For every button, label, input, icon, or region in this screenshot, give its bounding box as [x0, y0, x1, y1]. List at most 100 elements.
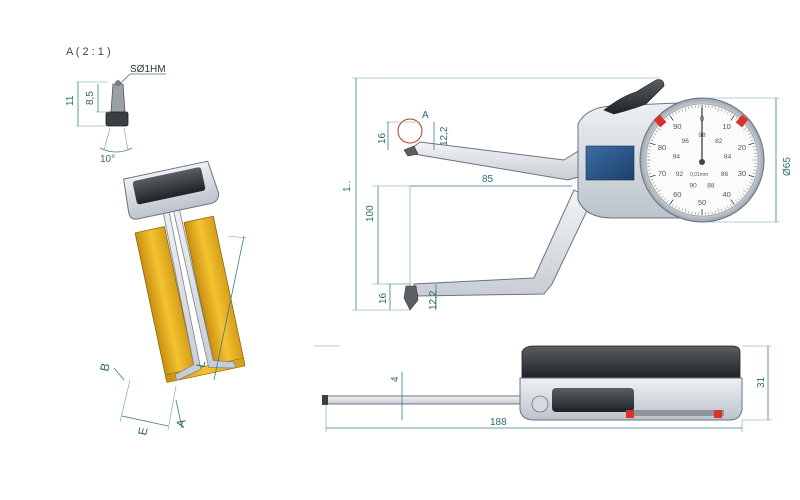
dial-tick: [714, 210, 716, 214]
dial-tick: [717, 208, 720, 213]
dial-tick: [740, 195, 743, 198]
dial-tick: [655, 130, 658, 133]
detail-a-view: A ( 2 : 1 ) SØ1HM 11 8,5 10°: [65, 46, 166, 165]
dial-tick: [717, 107, 720, 112]
dial-indicator: 1020304050607080900 988284868890929496 0…: [639, 97, 765, 223]
dial-tick: [746, 187, 749, 190]
dial-tick: [721, 108, 723, 112]
dial-tick: [688, 106, 690, 110]
dial-tick: [747, 185, 751, 187]
dial-tick: [678, 207, 680, 210]
release-lever: [603, 79, 665, 115]
dial-inner-number: 82: [715, 138, 723, 145]
dial-tick: [721, 208, 723, 212]
dial-tick: [659, 193, 662, 196]
section-label-l: L: [193, 359, 208, 369]
dim-100: 100: [365, 205, 376, 222]
dial-outer-number: 70: [658, 169, 666, 178]
dim-85: 85: [482, 174, 494, 185]
section-view: L B E A: [97, 160, 247, 437]
dial-tick: [657, 127, 661, 131]
front-view: 1.. 100 A 16 12,2 85 16 12,2: [342, 77, 793, 311]
dial-tick: [649, 174, 656, 178]
dial-outer-number: 30: [738, 169, 746, 178]
dial-outer-number: 90: [673, 122, 681, 131]
dial-tick: [727, 111, 729, 115]
dial-tick: [743, 127, 747, 131]
dial-inner-number: 84: [724, 153, 732, 160]
dial-tick: [730, 115, 735, 121]
dial-tick: [669, 199, 674, 205]
dial-tick: [746, 130, 749, 133]
detail-angle: 10°: [100, 154, 115, 165]
dial-tick: [735, 200, 738, 203]
dial-tick: [688, 210, 690, 214]
dial-outer-number: 20: [738, 143, 746, 152]
dial-tick: [749, 136, 752, 138]
dial-tick: [664, 198, 667, 201]
dial-outer-number: 80: [658, 143, 666, 152]
dial-tick: [675, 111, 677, 115]
detail-a-label: A ( 2 : 1 ): [66, 46, 111, 58]
dim-188: 188: [490, 417, 507, 428]
upper-measuring-arm: [411, 141, 583, 181]
dial-tick: [752, 146, 756, 148]
dial-inner-number: 90: [689, 182, 697, 189]
dial-inner-number: 86: [721, 171, 729, 178]
side-view: 4 188 31: [314, 345, 772, 432]
dial-tick: [653, 185, 657, 187]
dial-tick: [648, 172, 652, 174]
dial-inner-number: 94: [673, 153, 681, 160]
dial-outer-number: 60: [673, 190, 681, 199]
detail-height-total: 11: [65, 95, 76, 106]
lower-measuring-arm: [413, 189, 593, 297]
dial-tick: [729, 113, 732, 116]
dial-tick: [650, 139, 654, 141]
dial-tick: [672, 113, 675, 116]
dial-tick: [747, 133, 751, 135]
dial-tick: [750, 179, 754, 181]
dial-tick: [678, 110, 680, 113]
tolerance-marker-left: [653, 114, 667, 128]
dim-12-2-top: 12,2: [439, 126, 450, 146]
dial-tick: [652, 182, 655, 184]
dim-16-bottom: 16: [378, 292, 389, 304]
dial-tick: [749, 182, 752, 184]
dial-tick: [649, 142, 656, 146]
dial-tick: [681, 108, 683, 112]
section-label-b: B: [97, 362, 112, 373]
dial-tick: [666, 117, 669, 120]
side-arm: [325, 395, 525, 405]
probe-tip-shape: [110, 83, 126, 113]
detail-a-marker: A: [422, 110, 429, 121]
side-dark-cap: [521, 345, 741, 379]
dial-tick: [737, 198, 740, 201]
tip-spec-label: SØ1HM: [130, 64, 166, 75]
dim-16-top: 16: [377, 132, 388, 144]
dial-outer-number: 40: [723, 190, 731, 199]
dial-tick: [735, 117, 738, 120]
dial-tick: [748, 174, 755, 178]
dim-4: 4: [390, 376, 401, 382]
dial-tick: [652, 136, 655, 138]
dial-tick: [748, 142, 755, 146]
section-label-e: E: [135, 426, 150, 437]
dial-tick: [750, 139, 754, 141]
dial-tick: [675, 205, 677, 209]
dim-overall-vertical: 1..: [342, 181, 353, 192]
dial-tick: [729, 204, 732, 207]
detail-height-tip: 8,5: [85, 91, 96, 105]
dial-tick: [661, 195, 664, 198]
dial-tick: [664, 119, 667, 122]
dial-inner-number: 92: [676, 171, 684, 178]
dial-inner-number: 88: [707, 182, 715, 189]
dial-unit: 0,01mm: [690, 172, 708, 178]
blue-label-plate: [585, 145, 635, 181]
dial-outer-number: 50: [698, 198, 706, 207]
dial-inner-number: 96: [682, 138, 690, 145]
dial-tick: [648, 146, 652, 148]
detail-a-marker-circle: [397, 118, 423, 144]
dim-12-2-bottom: 12,2: [428, 290, 439, 310]
dial-tick: [657, 189, 661, 193]
